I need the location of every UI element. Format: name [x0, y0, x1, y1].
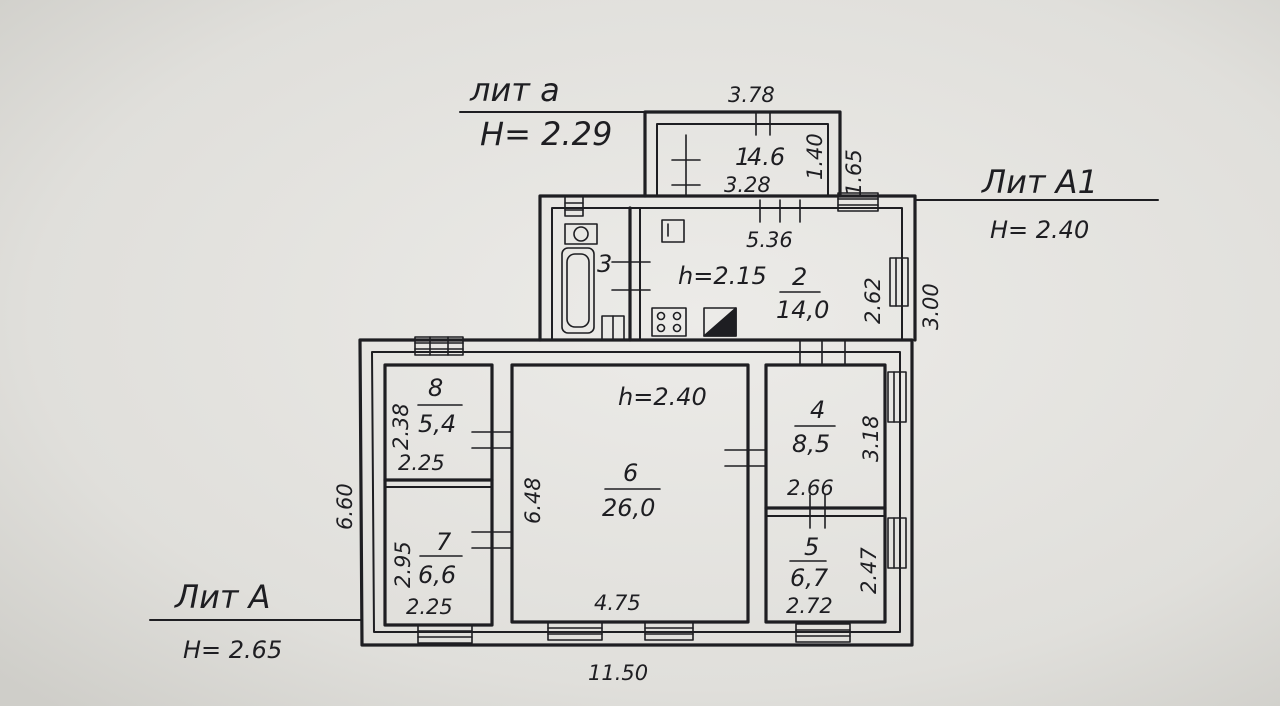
room-labels: 1 4.6 2 14,0 3 4 8,5 5 6,7 6 26,0 7 6,6 … — [417, 143, 836, 592]
window-bath — [564, 195, 584, 217]
main-inner-wall — [371, 351, 901, 633]
dim-3-00: 3.00 — [919, 283, 943, 330]
window-bottom-1 — [417, 624, 473, 644]
window-top-left — [414, 336, 464, 356]
dim-2-38: 2.38 — [389, 403, 413, 450]
dim-1-40: 1.40 — [803, 133, 827, 180]
room-8-7-partition — [383, 363, 494, 627]
room-8-area: 5,4 — [418, 410, 456, 438]
kitchen-sink-icon — [661, 219, 685, 243]
dim-6-60: 6.60 — [333, 483, 357, 530]
window-bottom-4 — [795, 623, 851, 643]
dim-2-25-top: 2.25 — [398, 451, 445, 475]
dim-3-28: 3.28 — [724, 173, 771, 197]
room-1-number: 1 — [735, 143, 750, 171]
dim-4-75: 4.75 — [594, 591, 641, 615]
window-room5 — [887, 517, 907, 569]
annex-outer-wall — [538, 194, 917, 342]
dim-3-78: 3.78 — [728, 83, 775, 107]
lit-a1-label: Лит А1 — [981, 163, 1098, 201]
room-6-number: 6 — [623, 459, 638, 487]
dim-2-72: 2.72 — [786, 594, 833, 618]
dim-3-18: 3.18 — [859, 415, 883, 462]
hall-ceiling-height: h=2.40 — [618, 383, 707, 411]
lit-a-block-wall — [643, 110, 842, 198]
room-6-walls — [510, 363, 750, 624]
dim-6-48: 6.48 — [521, 477, 545, 524]
section-labels: лит а H= 2.29 Лит А1 H= 2.40 Лит А H= 2.… — [174, 71, 1098, 664]
window-bottom-2 — [547, 621, 603, 641]
lit-a-main-label: Лит А — [174, 578, 271, 616]
lit-a-small-label: лит а — [469, 71, 560, 109]
main-outer-wall — [358, 338, 914, 647]
doors — [471, 112, 846, 549]
dimension-labels: 3.78 1.65 1.40 3.28 5.36 2.62 3.00 2.38 … — [333, 83, 943, 685]
fixtures — [561, 219, 737, 341]
lit-a1-height: H= 2.40 — [990, 216, 1089, 244]
room-2-area: 14,0 — [776, 296, 829, 324]
lit-a-block-inner-wall — [656, 123, 829, 197]
dim-2-66: 2.66 — [787, 476, 834, 500]
room-8-number: 8 — [428, 374, 443, 402]
room-4-area: 8,5 — [792, 430, 830, 458]
toilet-icon — [601, 315, 625, 341]
dim-2-95: 2.95 — [391, 541, 415, 588]
boiler-icon — [703, 307, 737, 337]
dim-2-62: 2.62 — [861, 277, 885, 324]
section-lines — [149, 111, 1159, 621]
window-bottom-3 — [644, 621, 694, 641]
bathtub-icon — [561, 247, 595, 334]
room-7-number: 7 — [436, 528, 452, 556]
room-2-number: 2 — [792, 263, 807, 291]
dim-5-36: 5.36 — [746, 228, 793, 252]
dim-2-25-bottom: 2.25 — [406, 595, 453, 619]
window-annex-right — [889, 257, 909, 307]
lit-a-main-height: H= 2.65 — [183, 636, 282, 664]
room-5-number: 5 — [804, 533, 819, 561]
dim-11-50: 11.50 — [588, 661, 648, 685]
room-7-area: 6,6 — [418, 561, 456, 589]
window-annex-top — [837, 192, 879, 212]
room-4-number: 4 — [810, 396, 825, 424]
room-3-number: 3 — [597, 250, 612, 278]
dim-2-47: 2.47 — [857, 547, 881, 594]
lit-a-small-height: H= 2.29 — [480, 115, 612, 153]
room-6-area: 26,0 — [602, 494, 655, 522]
sink-icon — [564, 223, 598, 245]
dim-1-65: 1.65 — [842, 149, 866, 196]
room-1-area: 4.6 — [747, 143, 785, 171]
stove-icon — [651, 307, 687, 337]
kitchen-ceiling-height: h=2.15 — [678, 262, 767, 290]
windows — [414, 192, 909, 644]
room-5-area: 6,7 — [790, 564, 829, 592]
window-room4 — [887, 371, 907, 423]
